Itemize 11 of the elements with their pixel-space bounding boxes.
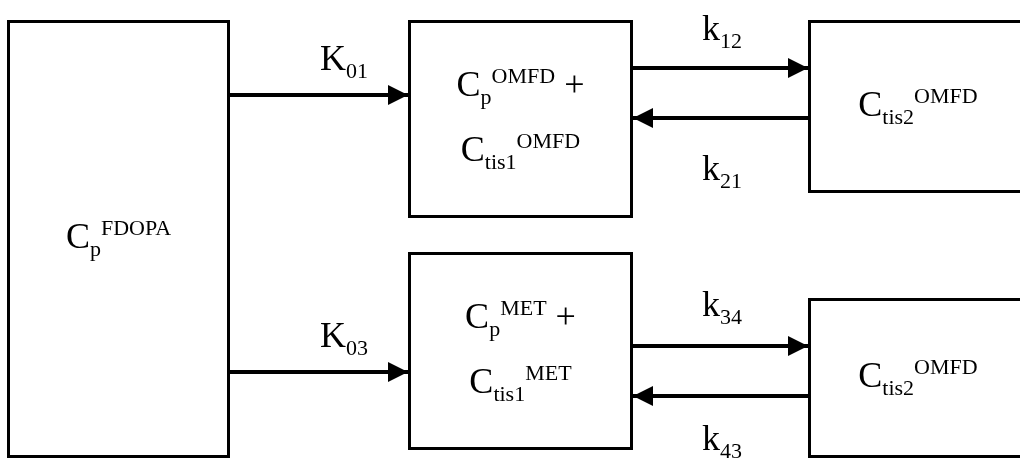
arrow: [230, 85, 408, 105]
arrow: [633, 336, 808, 356]
arrow: [633, 386, 808, 406]
arrow: [633, 108, 808, 128]
compartment-box: [408, 20, 633, 218]
compartment-box: [408, 252, 633, 450]
compartment-box: [7, 20, 230, 458]
compartment-box: [808, 20, 1020, 193]
arrow: [230, 362, 408, 382]
compartment-box: [808, 298, 1020, 458]
arrow: [633, 58, 808, 78]
